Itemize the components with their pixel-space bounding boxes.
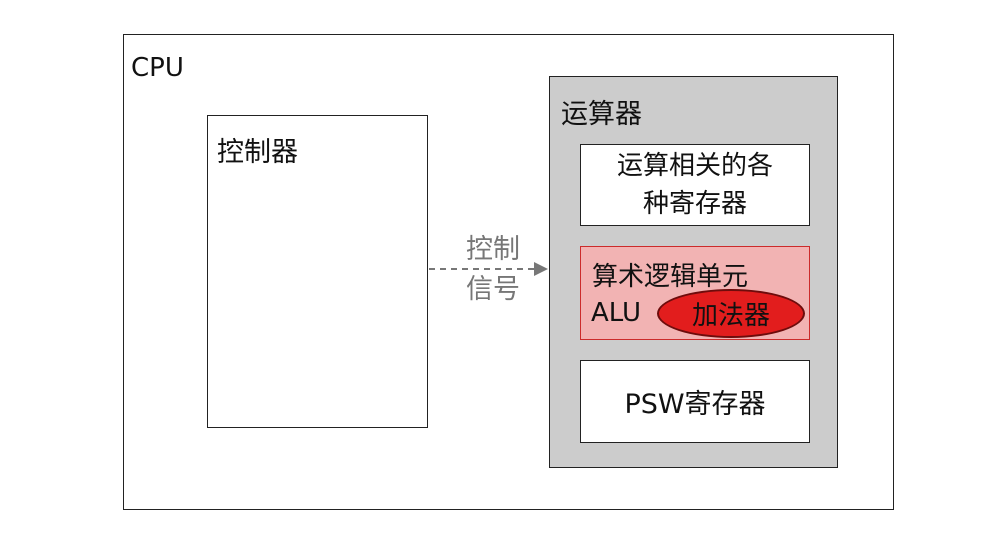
controller-label: 控制器 [217,137,298,168]
cpu-label: CPU [131,53,184,83]
alu-code-label: ALU [591,298,642,328]
controller-box [207,115,428,428]
psw-register-label: PSW寄存器 [624,389,766,420]
arithmetic-unit-label: 运算器 [561,99,642,130]
registers-label: 运算相关的各 种寄存器 [616,151,773,219]
registers-box [580,144,810,226]
adder-ellipse: 加法器 [657,289,805,338]
control-signal-label: 控制 信号 [466,234,520,305]
arrowhead-icon [534,262,548,276]
psw-register-box [580,360,810,443]
alu-title: 算术逻辑单元 [592,262,749,292]
adder-label: 加法器 [691,301,770,331]
